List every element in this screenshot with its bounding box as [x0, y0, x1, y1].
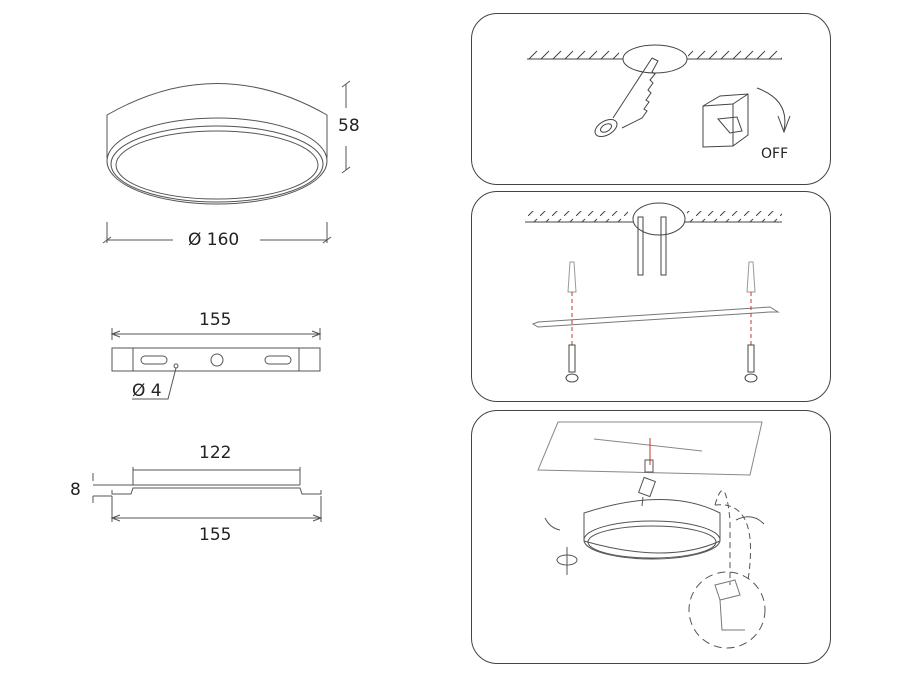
step3-panel — [471, 410, 831, 664]
bracket-side-view — [92, 467, 323, 522]
diameter-dimension — [102, 222, 332, 244]
step1-panel — [471, 13, 831, 185]
height-dimension — [341, 80, 351, 174]
step1-artwork — [527, 44, 791, 148]
bracket-length-side-label: 155 — [199, 525, 232, 545]
bracket-length-top-label: 155 — [199, 310, 232, 330]
bracket-depth-label: 8 — [70, 480, 81, 500]
off-label: OFF — [761, 146, 789, 162]
bracket-inner-length-label: 122 — [199, 443, 232, 463]
step2-artwork — [525, 202, 782, 383]
bracket-top-view — [110, 328, 322, 400]
lamp-height-label: 58 — [338, 116, 360, 136]
lamp-diameter-label: Ø 160 — [188, 230, 240, 250]
lamp-drawing — [106, 83, 328, 205]
hole-diameter-label: Ø 4 — [132, 381, 162, 401]
step3-artwork — [537, 421, 766, 649]
step2-panel — [471, 191, 831, 402]
